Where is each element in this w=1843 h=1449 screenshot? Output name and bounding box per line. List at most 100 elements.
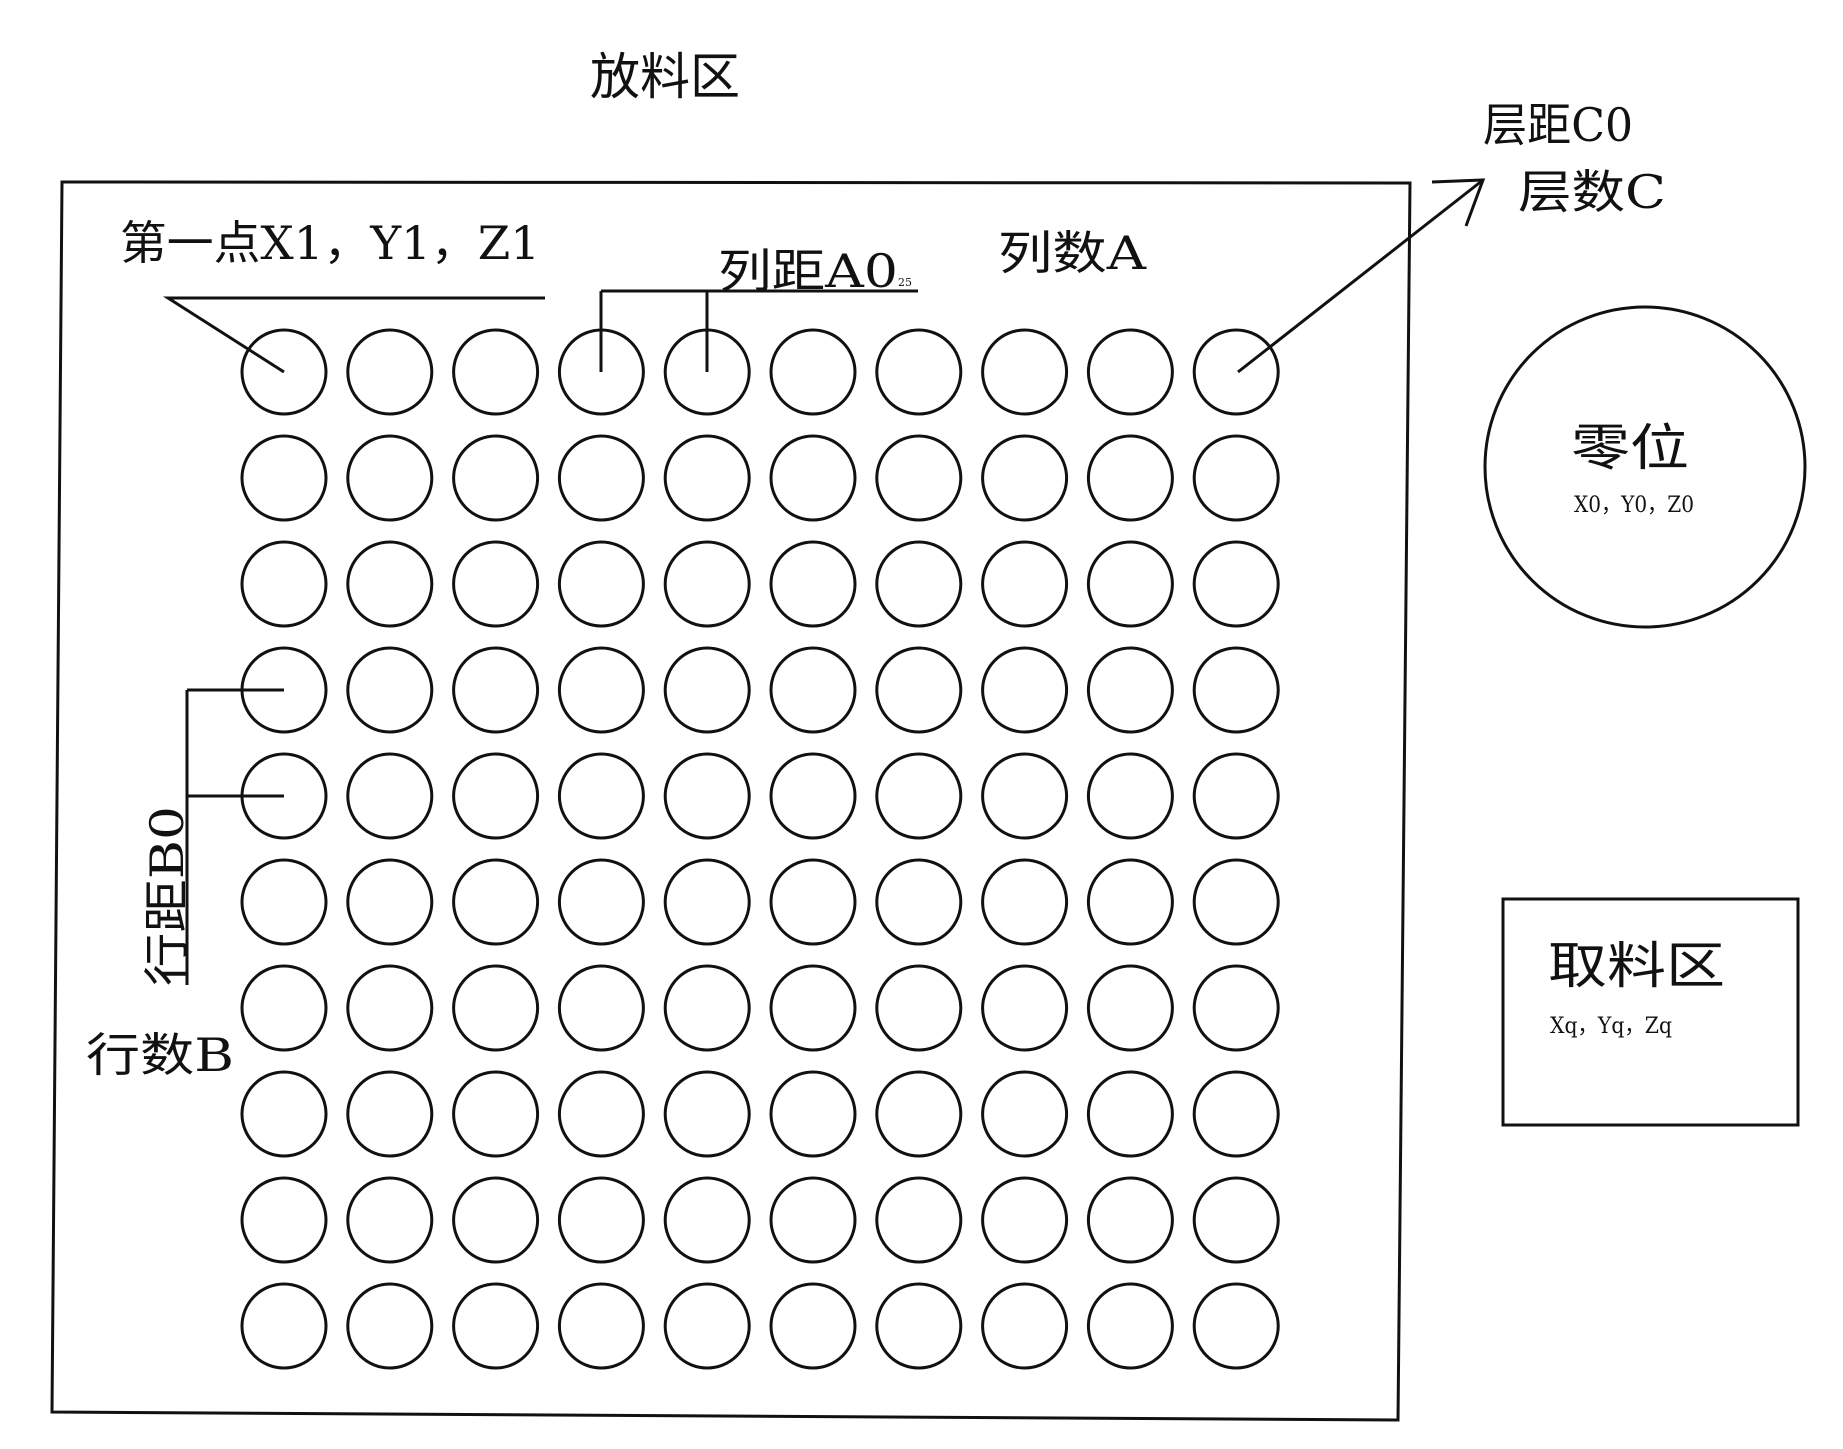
first-point-leader [162, 296, 545, 374]
grid-cell-circle [769, 1176, 857, 1264]
grid-cell-circle [452, 1176, 540, 1264]
col-spacing-label: 列距A0 [718, 244, 898, 298]
grid-cell-circle [240, 858, 328, 946]
grid-cell-circle [769, 1070, 857, 1158]
pick-area-title: 取料区 [1548, 937, 1725, 995]
grid-cell-circle [346, 1070, 434, 1158]
grid-cell-circle [557, 752, 645, 840]
grid-cell-circle [875, 1282, 963, 1370]
grid-cell-circle [1192, 540, 1280, 628]
grid-cell-circle [346, 1176, 434, 1264]
grid-cell-circle [452, 434, 540, 522]
grid-cell-circle [769, 328, 857, 416]
col-count-label: 列数A [998, 226, 1147, 280]
grid-cell-circle [240, 328, 328, 416]
grid-cell-circle [981, 858, 1069, 946]
grid-cell-circle [663, 434, 751, 522]
grid-cell-circle [240, 1282, 328, 1370]
grid-cell-circle [346, 1282, 434, 1370]
grid-cell-circle [1192, 752, 1280, 840]
grid-cell-circle [240, 540, 328, 628]
grid-cell-circle [346, 328, 434, 416]
grid-cell-circle [240, 434, 328, 522]
grid-cell-circle [981, 328, 1069, 416]
grid-cell-circle [1086, 328, 1174, 416]
grid-cell-circle [1086, 752, 1174, 840]
grid-cell-circle [240, 1176, 328, 1264]
zero-position-coords: X0，Y0，Z0 [1574, 493, 1694, 518]
grid-cell-circle [240, 964, 328, 1052]
grid-cell-circle [981, 434, 1069, 522]
zero-position-title: 零位 [1571, 419, 1689, 477]
grid-cell-circle [452, 964, 540, 1052]
grid-cell-circle [1086, 1176, 1174, 1264]
grid-cell-circle [663, 964, 751, 1052]
grid-cell-circle [1086, 540, 1174, 628]
grid-cell-circle [1086, 646, 1174, 734]
grid-cell-circle [875, 752, 963, 840]
grid-cell-circle [346, 434, 434, 522]
grid-cell-circle [557, 646, 645, 734]
col-spacing-note: 25 [898, 276, 912, 289]
grid-cell-circle [557, 540, 645, 628]
grid-cell-circle [769, 752, 857, 840]
zero-position-circle [1483, 305, 1807, 629]
grid-cell-circle [452, 752, 540, 840]
grid-cell-circle [875, 646, 963, 734]
pick-area-coords: Xq，Yq，Zq [1550, 1014, 1672, 1039]
circle-grid [240, 328, 1280, 1370]
grid-cell-circle [240, 1070, 328, 1158]
grid-cell-circle [663, 1282, 751, 1370]
grid-cell-circle [875, 858, 963, 946]
grid-cell-circle [981, 646, 1069, 734]
grid-cell-circle [1086, 858, 1174, 946]
grid-cell-circle [875, 434, 963, 522]
grid-cell-circle [452, 1282, 540, 1370]
grid-cell-circle [981, 752, 1069, 840]
row-spacing-label: 行距B0 [140, 806, 194, 986]
grid-cell-circle [981, 540, 1069, 628]
grid-cell-circle [663, 646, 751, 734]
grid-cell-circle [875, 328, 963, 416]
grid-cell-circle [875, 540, 963, 628]
grid-cell-circle [1086, 1070, 1174, 1158]
grid-cell-circle [875, 1176, 963, 1264]
grid-cell-circle [875, 1070, 963, 1158]
grid-cell-circle [981, 964, 1069, 1052]
grid-cell-circle [1192, 434, 1280, 522]
layer-arrow-head [1431, 178, 1486, 227]
layer-spacing-label: 层距C0 [1483, 98, 1633, 152]
grid-cell-circle [557, 858, 645, 946]
grid-cell-circle [1192, 1282, 1280, 1370]
layer-count-label: 层数C [1518, 165, 1666, 219]
grid-cell-circle [981, 1176, 1069, 1264]
grid-cell-circle [1086, 434, 1174, 522]
grid-cell-circle [557, 434, 645, 522]
grid-cell-circle [346, 540, 434, 628]
grid-cell-circle [663, 752, 751, 840]
pick-area-box [1501, 897, 1800, 1127]
grid-cell-circle [1192, 646, 1280, 734]
grid-cell-circle [875, 964, 963, 1052]
grid-cell-circle [452, 540, 540, 628]
grid-cell-circle [663, 1070, 751, 1158]
grid-cell-circle [769, 964, 857, 1052]
grid-cell-circle [1192, 1176, 1280, 1264]
grid-cell-circle [452, 646, 540, 734]
grid-cell-circle [452, 858, 540, 946]
grid-cell-circle [663, 858, 751, 946]
grid-cell-circle [663, 1176, 751, 1264]
grid-cell-circle [346, 858, 434, 946]
grid-cell-circle [769, 434, 857, 522]
grid-cell-circle [557, 1070, 645, 1158]
grid-cell-circle [663, 540, 751, 628]
grid-cell-circle [452, 328, 540, 416]
grid-cell-circle [346, 752, 434, 840]
grid-cell-circle [346, 964, 434, 1052]
grid-cell-circle [452, 1070, 540, 1158]
grid-cell-circle [1192, 328, 1280, 416]
grid-cell-circle [1192, 1070, 1280, 1158]
grid-cell-circle [769, 858, 857, 946]
placement-area-title: 放料区 [590, 48, 740, 106]
grid-cell-circle [769, 1282, 857, 1370]
